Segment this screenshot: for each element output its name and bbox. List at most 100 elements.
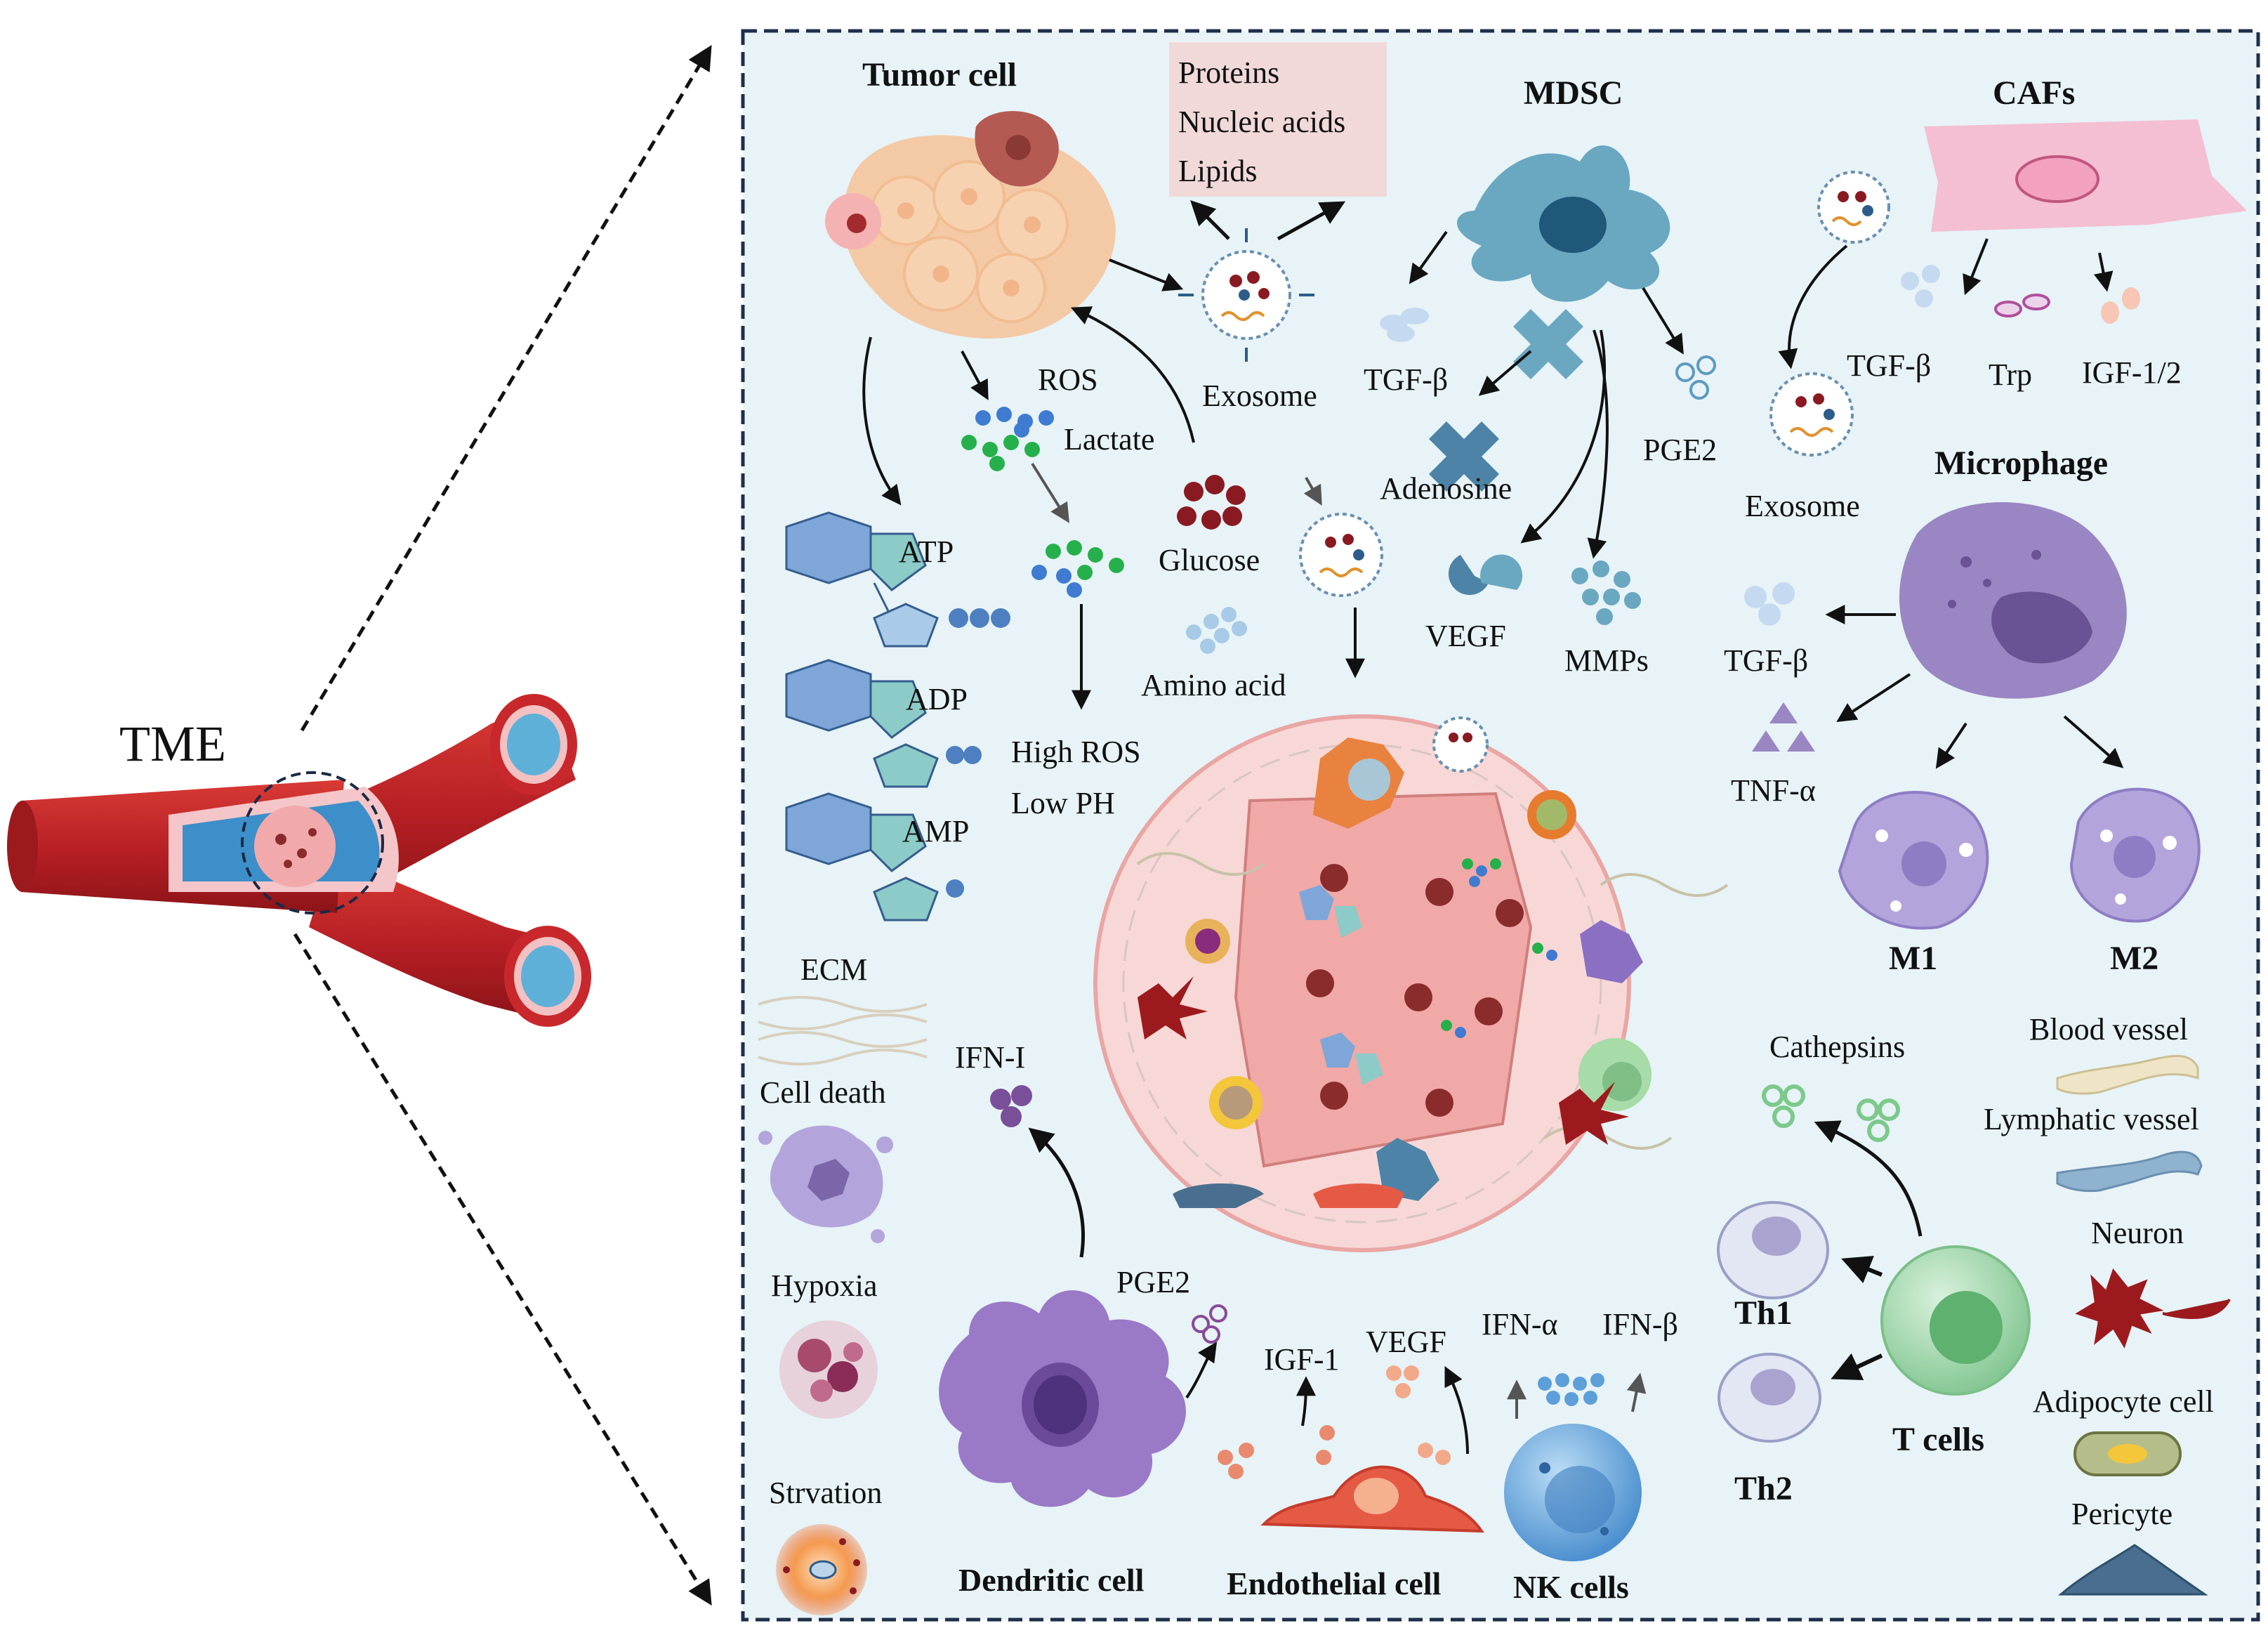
tnfa-molecules: [1752, 702, 1815, 752]
cargo-proteins: Proteins: [1178, 55, 1279, 90]
t-cell: [1880, 1245, 2031, 1396]
igf12-label: IGF-1/2: [2082, 355, 2182, 390]
glucose-label: Glucose: [1159, 543, 1260, 577]
t-cells-title: T cells: [1892, 1421, 1984, 1458]
adp-molecule: [785, 659, 982, 788]
th2-label: Th2: [1734, 1470, 1793, 1507]
tgfb-cafs-label: TGF-β: [1847, 348, 1931, 383]
th1-label: Th1: [1734, 1294, 1793, 1332]
pge2-mdsc-molecules: [1675, 355, 1716, 400]
mmps-molecules: [1571, 560, 1641, 625]
blood-vessel-illustration: [7, 694, 591, 1027]
dendritic-cell: [939, 1290, 1186, 1507]
ifn-i-molecules: [990, 1085, 1032, 1127]
vegf-endo-molecules: [1386, 1365, 1451, 1465]
hypoxia-icon: [779, 1320, 878, 1419]
cargo-lipids: Lipids: [1178, 154, 1257, 188]
nk-cells-title: NK cells: [1513, 1569, 1629, 1605]
metabolite-cluster: [1031, 540, 1124, 598]
cargo-nucleic-acids: Nucleic acids: [1178, 105, 1345, 139]
microphage-title: Microphage: [1934, 445, 2108, 482]
ifn-molecules: [1538, 1373, 1604, 1406]
ifn-a-label: IFN-α: [1482, 1307, 1558, 1341]
tgfb-macro-molecules: [1744, 582, 1795, 626]
strvation-icon: [776, 1524, 867, 1615]
nk-cell: [1504, 1424, 1642, 1561]
strvation-label: Strvation: [769, 1476, 882, 1510]
mmps-label: MMPs: [1564, 643, 1649, 678]
cafs-title: CAFs: [1993, 74, 2075, 112]
adenosine-icon-upper: [1513, 309, 1583, 379]
cell-death-label: Cell death: [760, 1075, 886, 1110]
vegf-molecules-mdsc: [1448, 554, 1523, 596]
tgfb-cafs-molecules: [1901, 265, 1940, 308]
lactate-label: Lactate: [1064, 422, 1154, 457]
glucose-molecules: [1177, 475, 1246, 530]
ifn-b-label: IFN-β: [1602, 1307, 1678, 1341]
neuron-legend-icon: [2075, 1268, 2231, 1349]
pge2-dc-label: PGE2: [1116, 1265, 1190, 1299]
endothelial-cell: [1260, 1465, 1484, 1533]
lymphatic-vessel-legend-icon: [2056, 1150, 2203, 1193]
adipocyte-legend-icon: [2073, 1431, 2182, 1476]
tumor-cell-cluster: [825, 111, 1116, 339]
exosome-cafs-icon: [1769, 372, 1854, 457]
adp-label: ADP: [906, 682, 968, 716]
pericyte-legend: Pericyte: [2071, 1497, 2173, 1531]
tumor-mass: [1093, 714, 1729, 1252]
trp-molecules: [1994, 294, 2050, 317]
cargo-box: [1169, 42, 1387, 197]
ecm-fibers: [758, 996, 928, 1065]
tgfb-mdsc-label: TGF-β: [1364, 362, 1448, 397]
hypoxia-label: Hypoxia: [771, 1268, 878, 1303]
vegf-endo-label: VEGF: [1366, 1325, 1446, 1359]
blood-vessel-legend-icon: [2056, 1054, 2199, 1095]
adenosine-label: Adenosine: [1380, 471, 1512, 506]
th1-cell: [1717, 1201, 1829, 1299]
m1-cell: [1838, 790, 1989, 930]
ifn-i-label: IFN-I: [955, 1040, 1025, 1075]
cathepsins-label: Cathepsins: [1769, 1030, 1905, 1064]
tgfb-molecules-mdsc: [1380, 308, 1429, 342]
igf1-label: IGF-1: [1264, 1342, 1340, 1377]
th2-cell: [1718, 1353, 1821, 1443]
ecm-label: ECM: [800, 952, 867, 987]
adenosine-icon: [1429, 421, 1499, 492]
igf1-molecules: [1218, 1425, 1335, 1479]
trp-label: Trp: [1989, 357, 2032, 392]
exosome-icon: [1178, 228, 1314, 362]
tumor-cell-title: Tumor cell: [862, 56, 1017, 93]
adipocyte-cell-legend: Adipocyte cell: [2033, 1384, 2214, 1419]
mdsc-title: MDSC: [1524, 74, 1623, 112]
microphage-cell: [1899, 502, 2127, 699]
ros-lactate-molecules: [961, 407, 1054, 471]
exosome-middle-icon: [1299, 513, 1383, 597]
tme-label: TME: [119, 716, 226, 772]
high-ros-label: High ROS: [1011, 735, 1141, 769]
m2-cell: [2069, 787, 2201, 923]
exosome-cafs-top-icon: [1817, 171, 1890, 244]
neuron-legend: Neuron: [2091, 1216, 2184, 1250]
tgfb-macro-label: TGF-β: [1724, 643, 1808, 678]
m1-label: M1: [1889, 940, 1937, 977]
amino-acid-label: Amino acid: [1141, 668, 1286, 702]
cell-death-icon: [758, 1125, 893, 1243]
ros-label: ROS: [1038, 362, 1098, 397]
low-ph-label: Low PH: [1011, 786, 1115, 820]
mdsc-cell: [1457, 145, 1670, 302]
exosome-cafs-label: Exosome: [1745, 489, 1860, 523]
dendritic-cell-title: Dendritic cell: [958, 1562, 1144, 1598]
cafs-cell: [1924, 119, 2247, 232]
tnfa-label: TNF-α: [1731, 773, 1816, 808]
igf12-molecules: [2101, 287, 2140, 324]
atp-label: ATP: [899, 534, 954, 569]
vegf-mdsc-label: VEGF: [1425, 619, 1506, 653]
cathepsins-molecules: [1762, 1084, 1900, 1142]
endothelial-cell-title: Endothelial cell: [1227, 1566, 1441, 1601]
atp-molecule: [785, 511, 1010, 648]
pericyte-legend-icon: [2057, 1544, 2208, 1596]
pge2-mdsc-label: PGE2: [1643, 433, 1717, 467]
lymphatic-vessel-legend: Lymphatic vessel: [1984, 1102, 2199, 1136]
amp-label: AMP: [902, 814, 969, 848]
